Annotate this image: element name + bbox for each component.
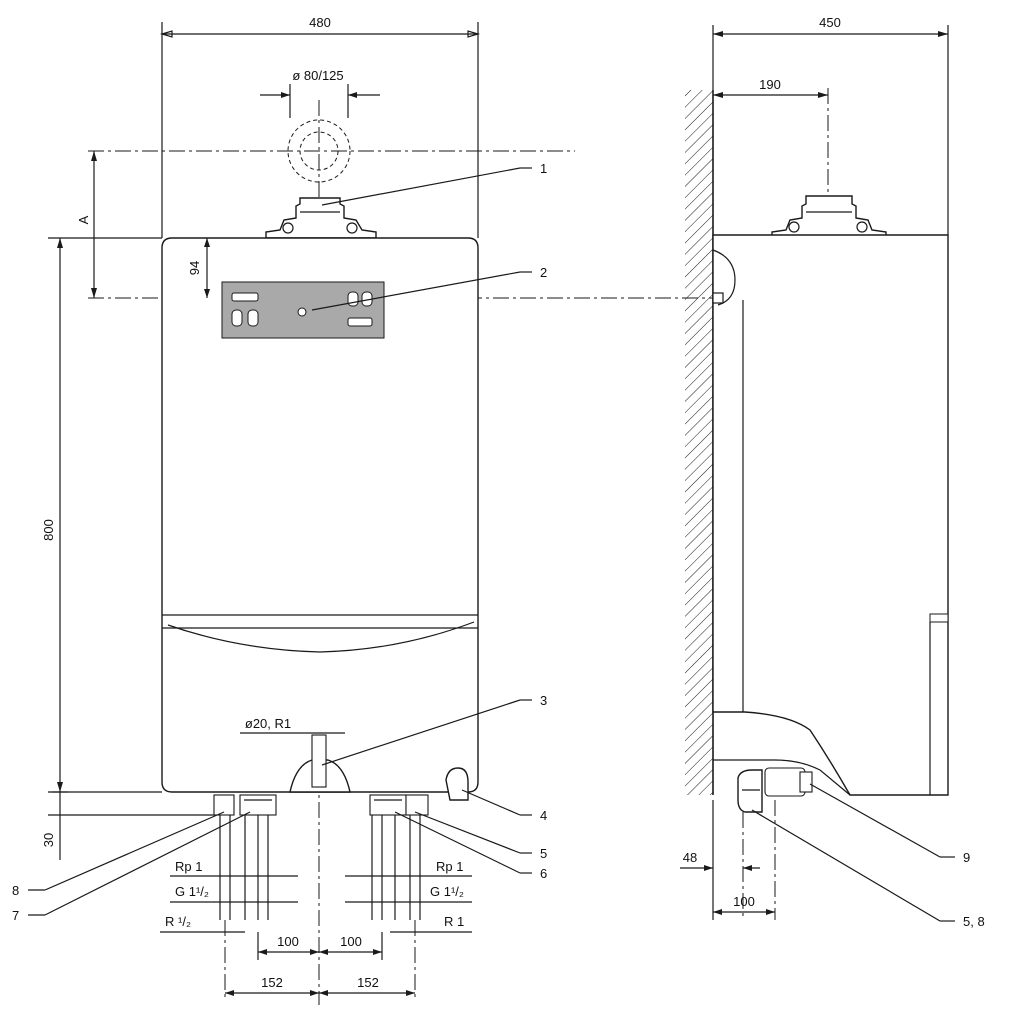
top-offset-label: 94: [187, 261, 202, 275]
side-flue-collar: [771, 195, 887, 239]
spacing-152-left: 152: [261, 975, 283, 990]
drain-label: ø20, R1: [245, 716, 291, 731]
depth-label: 450: [819, 15, 841, 30]
right-g-label: G 1¹/₂: [430, 884, 464, 899]
callout-4: 4: [540, 808, 547, 823]
bottom-offset-label: 30: [41, 833, 56, 847]
right-rp-label: Rp 1: [436, 859, 463, 874]
right-r-label: R 1: [444, 914, 464, 929]
callout-2: 2: [540, 265, 547, 280]
height-label: 800: [41, 519, 56, 541]
callout-3: 3: [540, 693, 547, 708]
callout-7: 7: [12, 908, 19, 923]
callout-6: 6: [540, 866, 547, 881]
callout-8: 8: [12, 883, 19, 898]
spacing-152-right: 152: [357, 975, 379, 990]
side-casing: [712, 234, 949, 796]
spacing-100-left: 100: [277, 934, 299, 949]
side-view: 450 190 48: [680, 15, 985, 929]
bottom-connections: [213, 794, 429, 920]
left-r-label: R ¹/₂: [165, 914, 191, 929]
callout-1: 1: [540, 161, 547, 176]
safety-valve: [445, 767, 469, 801]
callout-5: 5: [540, 846, 547, 861]
callout-9: 9: [963, 850, 970, 865]
boiler-casing: [161, 237, 479, 793]
flue-diameter-label: ø 80/125: [292, 68, 343, 83]
side-connections: [737, 767, 813, 813]
callout-5-8: 5, 8: [963, 914, 985, 929]
width-label: 480: [309, 15, 331, 30]
wall-hatching: [685, 90, 713, 795]
left-rp-label: Rp 1: [175, 859, 202, 874]
pipe-offset-label: 100: [733, 894, 755, 909]
spacing-100-right: 100: [340, 934, 362, 949]
front-view: 480 ø 80/125: [12, 15, 770, 1005]
flue-offset-label: 190: [759, 77, 781, 92]
flue-outer-circle: [287, 119, 351, 183]
wall-offset-label: 48: [683, 850, 697, 865]
flue-collar: [265, 197, 377, 239]
drain-pipe: [311, 734, 327, 788]
left-g-label: G 1¹/₂: [175, 884, 209, 899]
a-label: A: [76, 215, 91, 224]
